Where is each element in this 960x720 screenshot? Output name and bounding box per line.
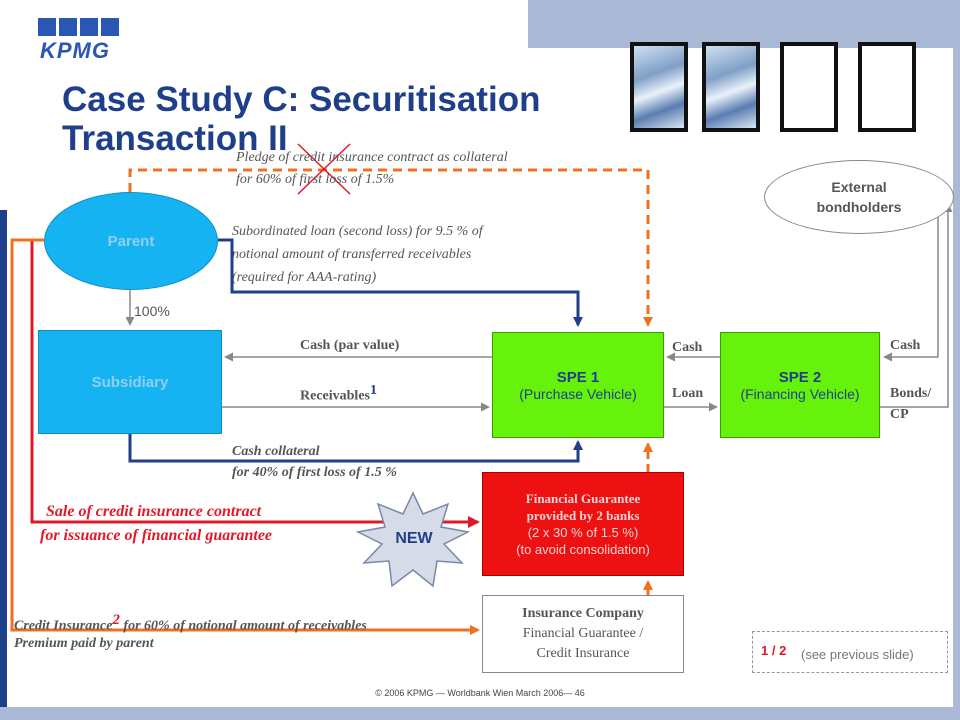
insurance-line1: Insurance Company: [522, 606, 644, 621]
spe2-node: SPE 2 (Financing Vehicle): [720, 332, 880, 438]
left-accent-band: [0, 210, 7, 720]
parent-node: Parent: [44, 192, 218, 290]
bottom-accent-band: [0, 707, 960, 720]
external-line2: bondholders: [816, 199, 902, 215]
credit-insurance-label-1: Credit Insurance2 for 60% of notional am…: [14, 610, 367, 637]
spe1-node: SPE 1 (Purchase Vehicle): [492, 332, 664, 438]
thumbnail-empty-1: [780, 42, 838, 132]
receivables-footnote: 1: [369, 383, 377, 398]
parent-label: Parent: [107, 232, 155, 250]
guarantee-line4: (to avoid consolidation): [516, 542, 650, 557]
strike-line-2: [297, 143, 351, 195]
slide-footer: © 2006 KPMG — Worldbank Wien March 2006—…: [375, 688, 585, 698]
legend-box: 1 / 2 (see previous slide): [752, 631, 948, 673]
slide-title: Case Study C: Securitisation Transaction…: [62, 80, 541, 158]
spe2-name: SPE 2: [778, 368, 822, 386]
spe1-name: SPE 1: [556, 368, 600, 386]
guarantee-line1: Financial Guarantee: [525, 491, 641, 506]
logo-text: KPMG: [40, 38, 110, 63]
legend-pages: 1 / 2: [761, 643, 787, 658]
right-accent-band: [953, 0, 960, 720]
receivables-label: Receivables1: [300, 381, 377, 407]
logo-squares: [38, 18, 130, 36]
external-cash-arrow: [883, 210, 939, 362]
spe-cash-label: Cash: [672, 340, 703, 355]
sale-label-1: Sale of credit insurance contract: [46, 503, 262, 520]
cash-collateral-label-2: for 40% of first loss of 1.5 %: [232, 465, 397, 480]
spe2-sub: (Financing Vehicle): [740, 385, 860, 402]
guarantee-line3: (2 x 30 % of 1.5 %): [527, 525, 639, 540]
bonds-label-1: Bonds/: [890, 386, 932, 401]
subordinated-loan-arrow: [218, 238, 583, 327]
credit-insurance-text-a: Credit Insurance: [14, 618, 113, 634]
thumbnail-photo-2: [702, 42, 760, 132]
credit-insurance-arrow: [10, 238, 480, 635]
credit-insurance-label-2: Premium paid by parent: [14, 636, 154, 651]
cash-collateral-arrow: [128, 434, 583, 463]
subsidiary-node: Subsidiary: [38, 330, 222, 434]
insurance-line3: Credit Insurance: [536, 646, 630, 661]
subsidiary-label: Subsidiary: [91, 373, 169, 391]
thumbnail-empty-2: [858, 42, 916, 132]
cash-collateral-label-1: Cash collateral: [232, 444, 320, 459]
cash-par-label: Cash (par value): [300, 338, 400, 353]
credit-insurance-footnote: 2: [112, 612, 120, 628]
pledge-arrow: [128, 168, 653, 327]
pledge-label-2: for 60% of first loss of 1.5%: [236, 172, 395, 187]
spe-loan-label: Loan: [672, 386, 704, 401]
spe1-sub: (Purchase Vehicle): [519, 385, 637, 402]
guarantee-line2: provided by 2 banks: [526, 508, 640, 523]
receivables-text: Receivables: [300, 388, 370, 404]
external-bondholders-node: External bondholders: [764, 160, 954, 234]
subloan-label-3: (required for AAA-rating): [232, 270, 377, 285]
new-badge-label: NEW: [395, 530, 433, 547]
legend-text: (see previous slide): [801, 647, 914, 662]
sale-label-2: for issuance of financial guarantee: [40, 527, 273, 544]
kpmg-logo: KPMG: [38, 18, 130, 64]
insurance-line2: Financial Guarantee /: [522, 626, 644, 641]
pledge-label-1: Pledge of credit insurance contract as c…: [236, 150, 508, 165]
financial-guarantee-node: Financial Guarantee provided by 2 banks …: [482, 472, 684, 576]
subloan-label-2: notional amount of transferred receivabl…: [232, 247, 472, 262]
thumbnail-photo-1: [630, 42, 688, 132]
credit-insurance-text-b: for 60% of notional amount of receivable…: [119, 618, 367, 634]
bonds-label-2: CP: [890, 407, 909, 422]
external-line1: External: [831, 179, 887, 195]
new-starburst: [355, 491, 471, 588]
subloan-label-1: Subordinated loan (second loss) for 9.5 …: [232, 224, 483, 239]
bonds-arrow: [880, 203, 953, 408]
external-cash-label: Cash: [890, 338, 921, 353]
ownership-label: 100%: [134, 303, 170, 319]
insurance-company-node: Insurance Company Financial Guarantee / …: [482, 595, 684, 673]
top-accent-band: [528, 0, 960, 48]
